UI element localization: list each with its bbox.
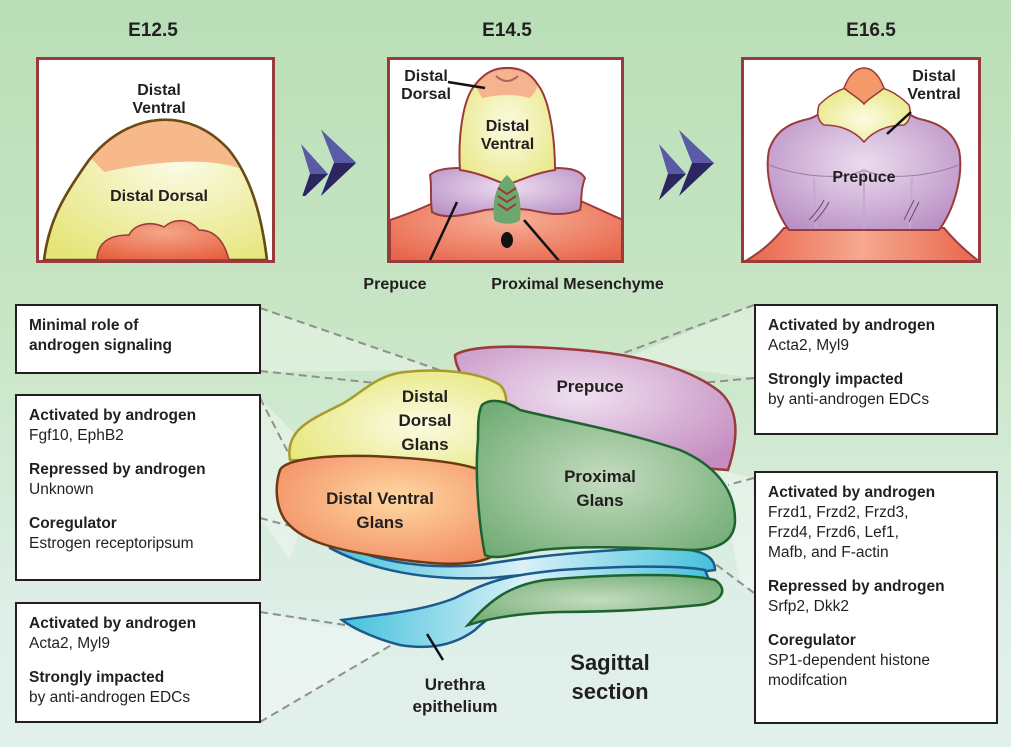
e14-label-distal-ventral: Distal Ventral	[480, 118, 535, 153]
connector-dorsal-top	[259, 307, 446, 373]
info-box-prepuce: Activated by androgen Acta2, Myl9 Strong…	[754, 304, 998, 435]
panel-e16-5: Distal Ventral Prepuce	[741, 57, 981, 263]
connector-proximal-top	[727, 477, 755, 486]
label-urethra-epithelium: Urethra epithelium	[412, 675, 498, 716]
e12-label-distal-ventral: Distal Ventral	[132, 82, 186, 117]
label-distal-ventral-glans: Distal Ventral Glans	[326, 489, 434, 532]
connector-ventral-bottom	[259, 517, 306, 531]
info-box-urethra: Activated by androgen Acta2, Myl9 Strong…	[15, 602, 261, 723]
e12-5-illustration	[42, 118, 269, 260]
sagittal-section-title: Sagittal section	[570, 650, 650, 704]
label-distal-dorsal-glans: Distal Dorsal Glans	[398, 387, 452, 454]
e14-label-proximal-mesenchyme: Proximal Mesenchyme	[491, 276, 664, 293]
panel-e14-5: Distal Dorsal Distal Ventral	[387, 57, 624, 263]
stage-title-e14-5: E14.5	[482, 20, 532, 41]
e16-label-distal-ventral: Distal Ventral	[907, 68, 961, 103]
e16-label-prepuce: Prepuce	[832, 169, 896, 186]
info-box-proximal-glans: Activated by androgen Frzd1, Frzd2, Frzd…	[754, 471, 998, 724]
panel-e12-5: Distal Ventral Distal Dorsal	[36, 57, 275, 263]
connector-urethra-top	[259, 611, 346, 626]
e14-proximal-mesenchyme	[493, 175, 521, 224]
stage-title-e16-5: E16.5	[846, 20, 896, 41]
info-box-dorsal-glans: Minimal role of androgen signaling	[15, 304, 261, 374]
stage-title-e12-5: E12.5	[128, 20, 178, 41]
connector-urethra-bottom	[259, 639, 401, 723]
connector-proximal-bottom	[709, 559, 755, 594]
e16-tip	[843, 67, 885, 106]
e16-base	[745, 227, 978, 260]
e14-label-distal-dorsal: Distal Dorsal	[401, 68, 451, 103]
double-chevron-right-icon	[659, 130, 714, 200]
info-box-ventral-glans: Activated by androgen Fgf10, EphB2 Repre…	[15, 394, 261, 581]
double-chevron-right-icon	[301, 129, 356, 196]
e14-distal-dorsal	[475, 68, 538, 98]
label-proximal-glans: Proximal Glans	[564, 467, 636, 510]
label-prepuce: Prepuce	[556, 377, 624, 396]
proximal-lower-shape	[464, 573, 724, 628]
connector-dorsal-bottom	[259, 370, 396, 386]
e16-5-illustration	[745, 67, 978, 260]
e12-label-distal-dorsal: Distal Dorsal	[110, 188, 208, 205]
urethra-pointer-line	[425, 633, 445, 661]
e14-5-illustration	[390, 66, 621, 260]
e12-distal-ventral-cap	[91, 119, 239, 172]
e12-base-bumps	[96, 219, 230, 260]
e14-label-prepuce: Prepuce	[363, 276, 427, 293]
proximal-glans-shape	[475, 399, 737, 559]
